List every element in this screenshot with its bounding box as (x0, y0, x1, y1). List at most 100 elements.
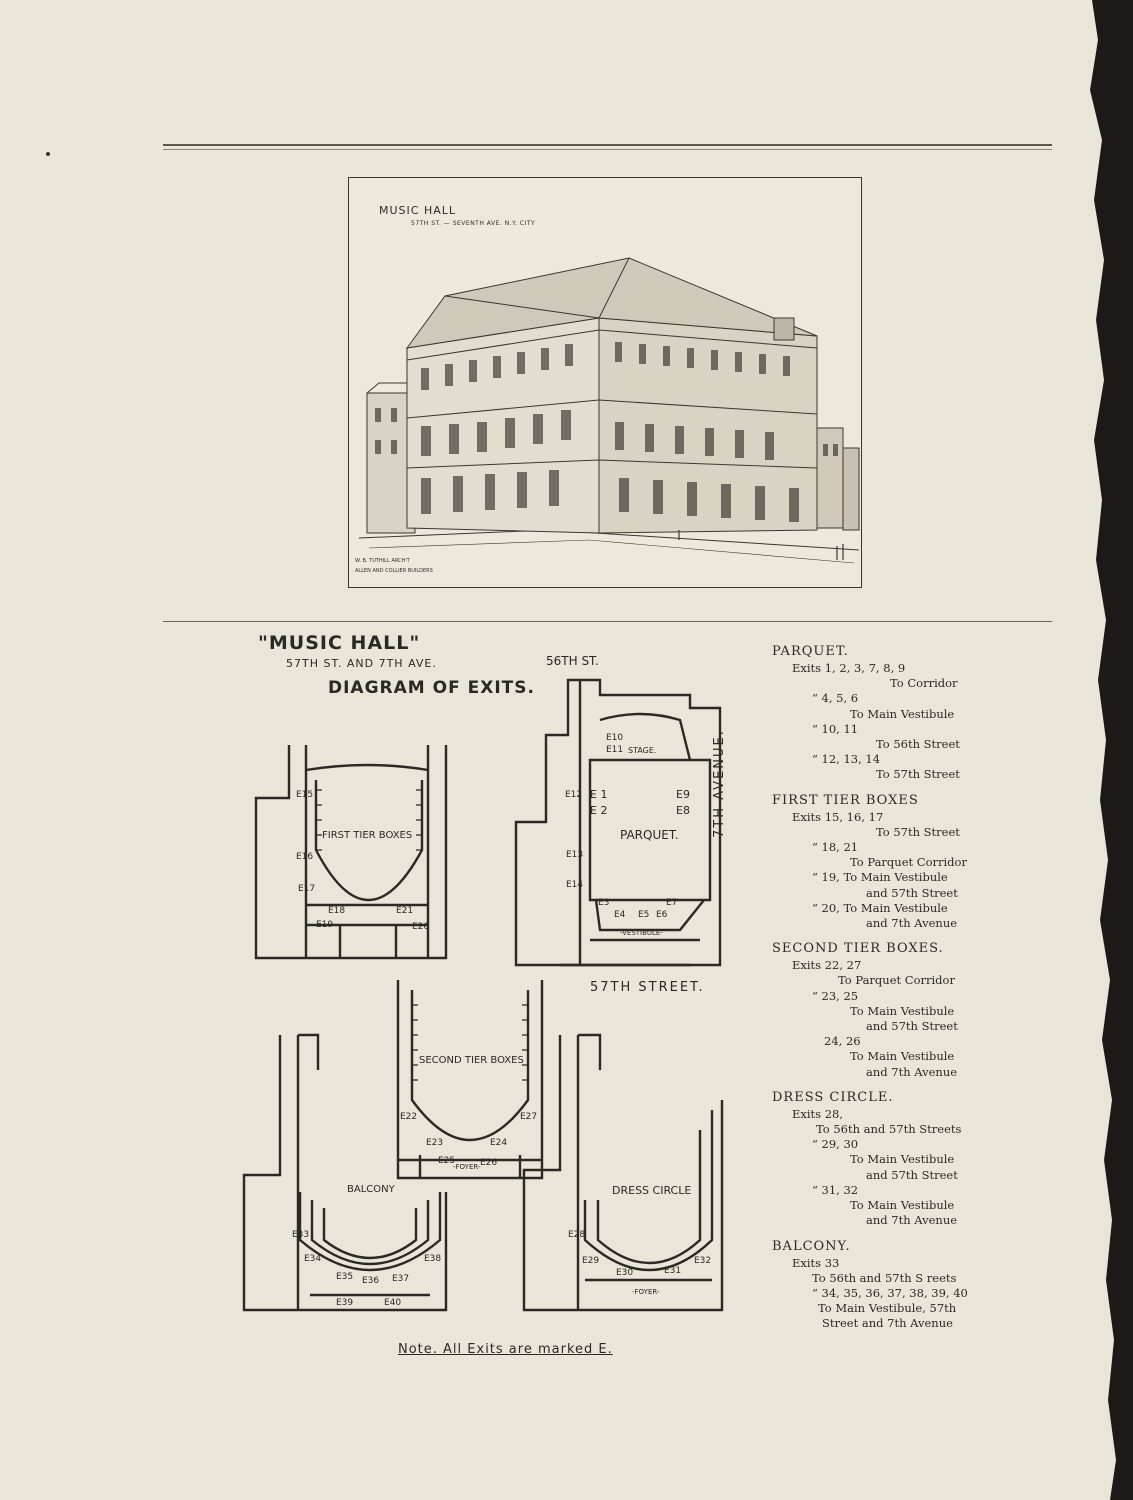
legend-line: “ 29, 30 (812, 1137, 859, 1152)
engraving-architect-credit: W. B. TUTHILL ARCH'T (355, 558, 410, 564)
legend-line: To 57th Street (876, 767, 960, 782)
diagram-address: 57TH ST. AND 7TH AVE. (286, 657, 437, 670)
exit-marker: E27 (520, 1112, 538, 1122)
legend-heading: DRESS CIRCLE. (772, 1089, 894, 1105)
engraving-caption-title: MUSIC HALL (379, 204, 456, 217)
exit-marker: E11 (606, 745, 624, 755)
exit-marker: E33 (292, 1230, 310, 1240)
legend-line: “ 20, To Main Vestibule (812, 900, 948, 915)
exit-marker: E8 (676, 804, 690, 817)
legend-line: Exits 28, (792, 1106, 844, 1121)
exit-marker: E15 (296, 790, 314, 800)
middle-rule (163, 621, 1052, 622)
engraving-caption-address: 57TH ST. — SEVENTH AVE. N.Y. CITY (411, 220, 536, 227)
legend-line: and 7th Avenue (866, 1213, 958, 1228)
legend-line: Exits 15, 16, 17 (792, 809, 884, 824)
street-label-57th: 57TH STREET. (590, 980, 705, 995)
exit-marker: E32 (694, 1256, 712, 1266)
exit-marker: E29 (582, 1256, 600, 1266)
legend-heading: FIRST TIER BOXES (772, 792, 919, 808)
legend-line: “ 31, 32 (812, 1182, 859, 1197)
legend-section-parquet: PARQUET. Exits 1, 2, 3, 7, 8, 9 To Corri… (772, 644, 972, 783)
legend-heading: PARQUET. (772, 644, 849, 659)
legend-line: To Main Vestibule (850, 1049, 955, 1064)
exit-marker: E26 (480, 1158, 498, 1168)
legend-line: “ 23, 25 (812, 988, 859, 1003)
plan-label-dress-circle: DRESS CIRCLE (612, 1184, 692, 1197)
plan-label-vestibule: -VESTIBULE- (620, 929, 663, 937)
legend-line: To Main Vestibule (850, 1003, 955, 1018)
second-tier-plan (396, 980, 544, 1180)
plan-label-balcony: BALCONY (347, 1184, 395, 1195)
diagram-title: "MUSIC HALL" (258, 632, 421, 654)
exit-marker: E17 (298, 884, 316, 894)
legend-line: and 7th Avenue (866, 1064, 958, 1079)
exit-marker: E7 (666, 898, 678, 908)
exit-marker: E3 (598, 898, 610, 908)
legend-line: To Main Vestibule (850, 1152, 955, 1167)
exit-marker: E20 (412, 922, 430, 932)
dress-circle-plan (522, 1033, 724, 1312)
exit-marker: E14 (566, 880, 584, 890)
exit-marker: E12 (565, 790, 583, 800)
legend-line: “ 18, 21 (812, 840, 859, 855)
exit-marker: E25 (438, 1156, 456, 1166)
plan-label-foyer-dress-circle: -FOYER- (632, 1288, 660, 1296)
exit-marker: E9 (676, 788, 690, 801)
legend-line: To Main Vestibule (850, 1198, 955, 1213)
legend-line: To Main Vestibule, 57th (818, 1301, 957, 1316)
music-hall-engraving: MUSIC HALL 57TH ST. — SEVENTH AVE. N.Y. … (348, 177, 862, 588)
exit-marker: E36 (362, 1276, 380, 1286)
ink-speck (46, 152, 50, 156)
exit-marker: E22 (400, 1112, 418, 1122)
legend-section-balcony: BALCONY. Exits 33 To 56th and 57th S ree… (772, 1239, 972, 1332)
exit-marker: E30 (616, 1268, 634, 1278)
legend-line: To 56th and 57th Streets (816, 1122, 962, 1137)
exit-marker: E19 (316, 920, 334, 930)
exit-marker: E 2 (590, 804, 608, 817)
legend-line: “ 19, To Main Vestibule (812, 870, 948, 885)
legend-line: and 57th Street (866, 885, 958, 900)
exit-marker: E35 (336, 1272, 354, 1282)
legend-line: To Parquet Corridor (838, 973, 955, 988)
legend-line: and 7th Avenue (866, 916, 958, 931)
balcony-plan (242, 1033, 448, 1312)
exit-marker: E18 (328, 906, 346, 916)
exit-marker: E40 (384, 1298, 402, 1308)
legend-line: To Corridor (890, 676, 958, 691)
exit-marker: E 1 (590, 788, 608, 801)
parquet-plan (514, 678, 722, 967)
legend-line: To 56th and 57th S reets (812, 1270, 957, 1285)
engraving-builder-credit: ALLEN AND COLLIER BUILDERS (355, 568, 433, 574)
legend-section-dress-circle: DRESS CIRCLE. Exits 28, To 56th and 57th… (772, 1090, 972, 1229)
exit-marker: E16 (296, 852, 314, 862)
legend-line: Exits 33 (792, 1255, 840, 1270)
exit-marker: E21 (396, 906, 414, 916)
exit-marker: E38 (424, 1254, 442, 1264)
exit-marker: E23 (426, 1138, 444, 1148)
legend-line: and 57th Street (866, 1167, 958, 1182)
legend-line: To 57th Street (876, 824, 960, 839)
exit-marker: E24 (490, 1138, 508, 1148)
first-tier-plan (254, 745, 448, 960)
legend-line: “ 34, 35, 36, 37, 38, 39, 40 (812, 1285, 968, 1300)
plan-label-stage: STAGE. (628, 746, 657, 755)
street-label-56th: 56TH ST. (546, 654, 599, 668)
legend-line: To Main Vestibule (850, 706, 955, 721)
plan-label-foyer-second-tier: -FOYER- (453, 1163, 481, 1171)
diagram-heading: DIAGRAM OF EXITS. (328, 678, 535, 698)
exit-marker: E4 (614, 910, 626, 920)
plan-label-first-tier: FIRST TIER BOXES (322, 830, 413, 841)
legend-line: To 56th Street (876, 737, 960, 752)
top-double-rule (163, 144, 1052, 150)
legend-line: “ 4, 5, 6 (812, 691, 859, 706)
exit-marker: E37 (392, 1274, 410, 1284)
exits-legend: PARQUET. Exits 1, 2, 3, 7, 8, 9 To Corri… (772, 644, 972, 1342)
legend-line: To Parquet Corridor (850, 855, 967, 870)
exit-marker: E39 (336, 1298, 354, 1308)
exit-marker: E10 (606, 733, 624, 743)
exit-marker: E34 (304, 1254, 322, 1264)
legend-line: Street and 7th Avenue (822, 1316, 953, 1331)
legend-line: Exits 22, 27 (792, 958, 862, 973)
